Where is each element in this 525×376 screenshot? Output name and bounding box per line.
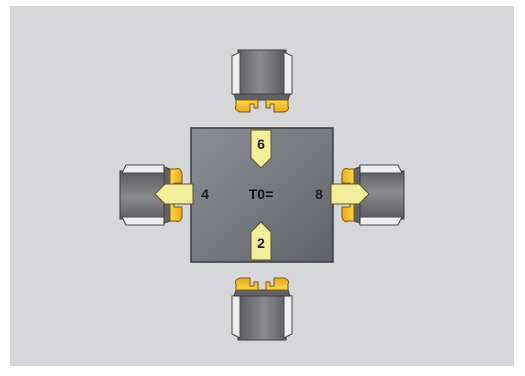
top-tool-holder-icon [231, 49, 293, 113]
arrow-up-label: 6 [257, 136, 265, 152]
arrow-down-label: 2 [257, 235, 265, 251]
arrow-left-label: 4 [201, 186, 209, 202]
diagram-panel: 6 2 4 8 T0= [10, 6, 514, 366]
turret-diagram: 6 2 4 8 T0= [119, 49, 405, 341]
bottom-tool-holder-icon [231, 277, 293, 341]
arrow-up: 6 [250, 129, 272, 169]
arrow-right-label: 8 [315, 186, 323, 202]
tool-orientation-label: T0= [249, 186, 274, 202]
